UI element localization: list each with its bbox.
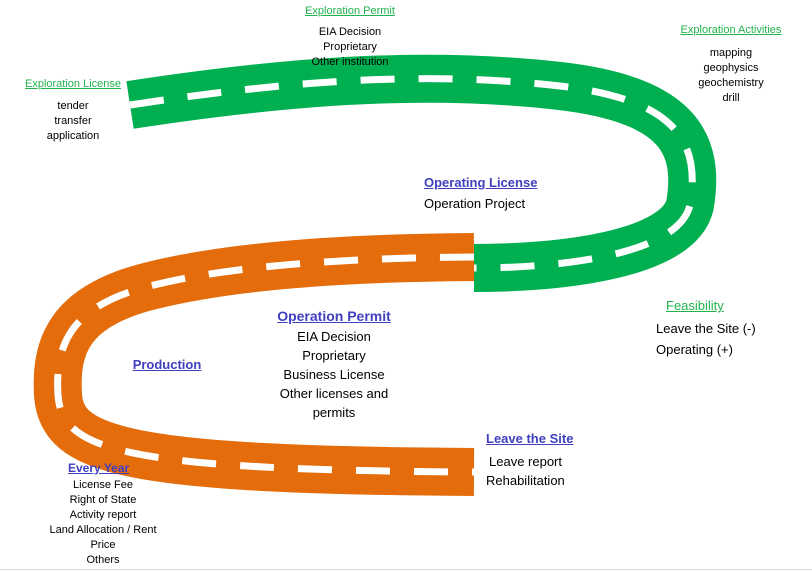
leave-site-item: Rehabilitation <box>486 473 565 488</box>
operation-permit-block: Operation Permit EIA Decision Proprietar… <box>264 308 404 422</box>
exploration-permit-item: Proprietary <box>323 41 377 53</box>
every-year-title[interactable]: Every Year <box>68 461 130 475</box>
every-year-item: Activity report <box>69 509 137 521</box>
operating-license-item: Operation Project <box>424 196 526 211</box>
operation-permit-item: Business License <box>283 367 385 382</box>
every-year-item: Land Allocation / Rent <box>49 524 157 536</box>
operation-permit-item: EIA Decision <box>297 329 371 344</box>
every-year-item: Others <box>86 554 120 566</box>
exploration-license-item: application <box>46 130 100 142</box>
operation-permit-item: Other licenses and <box>279 386 389 401</box>
exploration-license-title[interactable]: Exploration License <box>24 78 121 90</box>
leave-site-item: Leave report <box>489 454 562 469</box>
exploration-permit-block: Exploration Permit EIA Decision Propriet… <box>290 5 410 70</box>
bottom-divider <box>0 569 812 570</box>
feasibility-item: Operating (+) <box>656 342 733 357</box>
production-title[interactable]: Production <box>132 357 202 372</box>
exploration-activities-block: Exploration Activities mapping geophysic… <box>668 24 794 106</box>
exploration-activities-item: geophysics <box>703 62 759 74</box>
exploration-activities-item: mapping <box>709 47 753 59</box>
operating-license-title[interactable]: Operating License <box>424 175 538 190</box>
production-block: Production <box>122 357 212 372</box>
exploration-activities-item: geochemistry <box>698 77 764 89</box>
leave-site-title[interactable]: Leave the Site <box>486 431 574 446</box>
feasibility-item: Leave the Site (-) <box>656 321 756 336</box>
exploration-license-item: tender <box>57 100 89 112</box>
exploration-permit-item: EIA Decision <box>318 26 382 38</box>
operating-license-block: Operating License Operation Project <box>424 175 584 213</box>
green-road-dashes <box>129 75 696 272</box>
orange-road-dashes <box>54 253 475 476</box>
leave-site-block: Leave the Site Leave report Rehabilitati… <box>486 431 626 490</box>
exploration-license-item: transfer <box>54 115 92 127</box>
exploration-activities-item: drill <box>722 92 740 104</box>
exploration-permit-title[interactable]: Exploration Permit <box>305 5 395 17</box>
operation-permit-item: permits <box>312 405 356 420</box>
exploration-activities-title[interactable]: Exploration Activities <box>680 24 782 36</box>
every-year-block: Every Year License Fee Right of State Ac… <box>38 461 168 568</box>
operation-permit-title[interactable]: Operation Permit <box>277 308 391 324</box>
exploration-permit-item: Other institution <box>311 56 389 68</box>
exploration-license-block: Exploration License tender transfer appl… <box>18 78 128 144</box>
feasibility-block: Feasibility Leave the Site (-) Operating… <box>656 298 806 359</box>
every-year-item: Right of State <box>69 494 137 506</box>
every-year-item: License Fee <box>73 479 133 491</box>
operation-permit-item: Proprietary <box>302 348 366 363</box>
feasibility-title[interactable]: Feasibility <box>666 298 724 313</box>
every-year-item: Price <box>90 539 116 551</box>
